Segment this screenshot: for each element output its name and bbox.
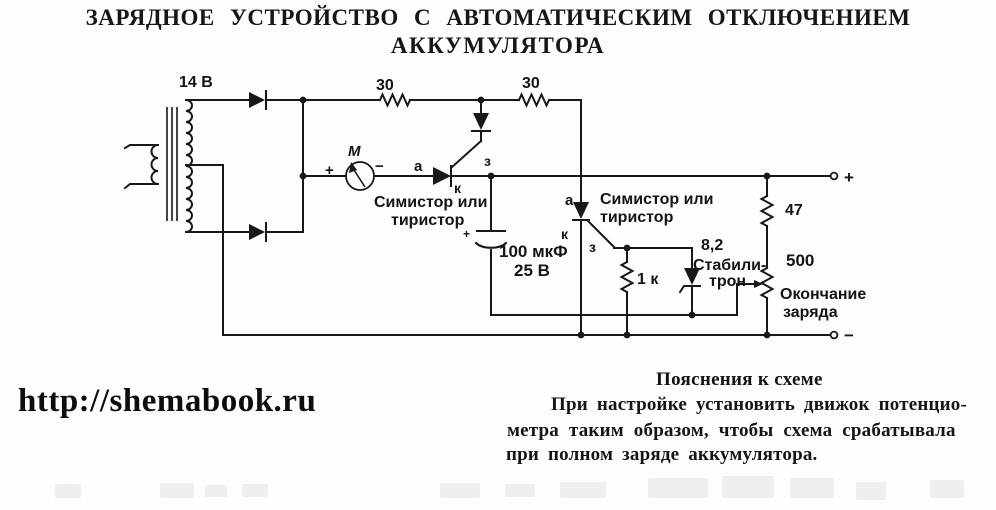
page-title-line-2: АККУМУЛЯТОРА [390,33,606,58]
notes-line-1: При настройке установить движок потенцио… [551,394,968,415]
notes-line-3: при полном заряде аккумулятора. [506,444,818,465]
bottom-rail-wire [185,164,831,336]
output-minus-label: − [844,326,854,345]
resistor-r2-icon [409,92,582,108]
gate-diode-icon [449,99,491,170]
scan-artifact [930,480,964,498]
output-terminal-minus [829,330,839,340]
scan-artifact [160,483,194,498]
rectifier-diode-bottom-icon [185,222,304,242]
scan-artifact [55,484,81,498]
potentiometer-value: 500 [786,251,814,270]
thyristor2-icon [572,99,693,336]
resistor-r2-value: 30 [522,75,540,92]
scan-artifact [722,476,774,498]
scan-artifact [242,484,268,497]
resistor-r3-value: 1 к [637,271,659,288]
output-plus-label: + [844,168,854,187]
meter-name-label: М [348,143,361,160]
transformer-symbol [123,98,193,234]
transformer-voltage-label: 14 В [179,74,213,91]
thyristor1-name-line2: тиристор [391,212,465,229]
potentiometer-icon [736,266,775,336]
resistor-r1-icon [302,92,412,108]
pot-caption-line2: заряда [783,304,838,321]
junction-dots [299,96,771,339]
notes-heading: Пояснения к схеме [656,369,823,390]
thyristor1-cathode-label: к [454,180,462,196]
scan-artifact [560,482,606,498]
thyristor1-gate-label: з [484,153,491,169]
resistor-r1-value: 30 [376,77,394,94]
watermark-url: http://shemabook.ru [18,383,317,419]
scan-artifact [790,478,834,498]
notes-line-2: метра таким образом, чтобы схема срабаты… [507,420,956,441]
meter-minus-label: − [375,158,384,175]
thyristor2-anode-label: а [565,192,574,209]
scan-artifact [440,483,480,498]
thyristor2-cathode-label: к [561,226,569,242]
scan-artifact [205,485,227,497]
zener-name-line2: трон [709,273,746,290]
resistor-r3-icon [619,247,635,336]
output-terminal-plus [829,171,839,181]
scan-artifact [856,482,886,500]
capacitor-polarity-label: + [463,227,470,241]
zener-voltage-label: 8,2 [701,237,723,254]
rectifier-diode-top-icon [185,90,304,110]
scan-artifact [505,484,535,497]
capacitor-voltage-label: 25 В [514,261,550,280]
meter-plus-label: + [325,162,334,179]
resistor-r4-icon [759,175,775,269]
scan-artifact [648,478,708,498]
capacitor-icon [474,175,738,316]
thyristor1-anode-label: а [414,158,423,175]
capacitor-value-label: 100 мкФ [499,242,568,261]
thyristor1-name-line1: Симистор или [374,194,487,211]
thyristor2-name-line2: тиристор [600,209,674,226]
resistor-r4-value: 47 [785,202,803,219]
ammeter-icon [302,161,434,191]
thyristor2-name-line1: Симистор или [600,191,713,208]
page-title-line-1: ЗАРЯДНОЕ УСТРОЙСТВО С АВТОМАТИЧЕСКИМ ОТК… [85,5,911,30]
thyristor2-gate-label: з [589,239,596,255]
pot-caption-line1: Окончание [780,286,866,303]
zener-diode-icon [678,247,701,316]
zener-name-line1: Стабили- [693,257,766,274]
